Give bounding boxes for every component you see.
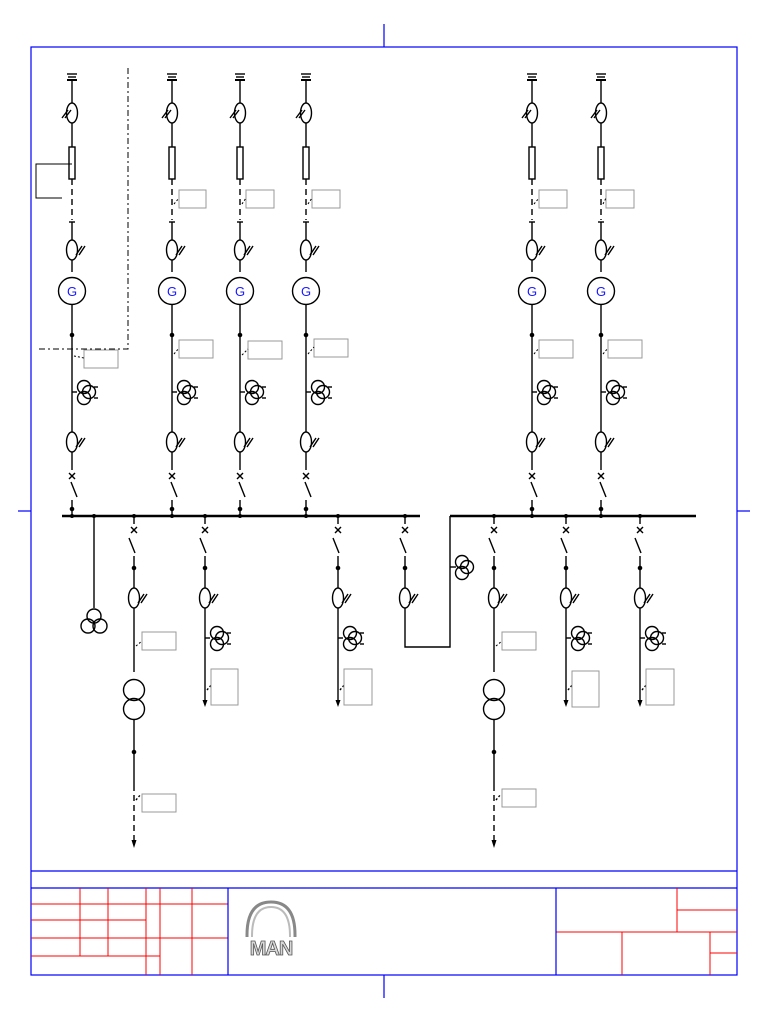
generator-label-leaders	[73, 197, 609, 359]
generator-feeder: G	[157, 73, 199, 517]
busbar-voltage-transformer	[80, 516, 108, 634]
generator-feeder: G	[291, 73, 333, 517]
generator-feeder: G	[57, 73, 99, 517]
generator-feeder: G	[225, 73, 267, 517]
generator-label-boxes	[83, 189, 643, 369]
outgoing-feeder	[198, 515, 239, 708]
generator-symbol: G	[527, 284, 537, 299]
generator-feeder: G	[517, 73, 559, 517]
outgoing-feeder	[633, 515, 675, 708]
generator-symbol: G	[167, 284, 177, 299]
bus-tie	[398, 515, 475, 648]
outgoing-feeder	[331, 515, 373, 708]
generator-symbol: G	[235, 284, 245, 299]
transformer-feeder-left	[122, 515, 177, 849]
generator-feeder: G	[586, 73, 628, 517]
outgoing-feeder	[559, 515, 600, 708]
generator-symbol: G	[301, 284, 311, 299]
dashed-boundary	[35, 68, 129, 350]
title-block: MAN	[31, 888, 737, 975]
drawing-frame	[18, 24, 750, 998]
man-logo: MAN	[243, 900, 299, 960]
logo-text: MAN	[250, 938, 293, 960]
generator-symbol: G	[67, 284, 77, 299]
generator-symbol: G	[596, 284, 606, 299]
transformer-feeder-right	[482, 515, 537, 849]
